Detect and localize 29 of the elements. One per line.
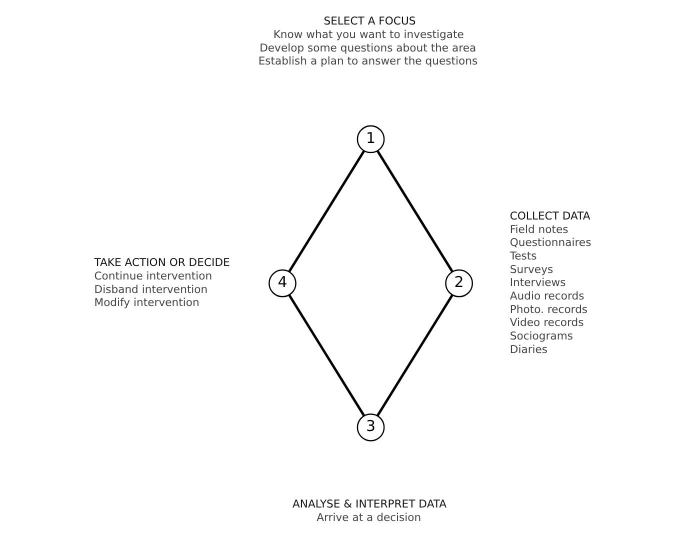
node-label: Modify intervention [94, 296, 200, 310]
node-label: Disband intervention [94, 282, 208, 296]
node-circle: 2 [445, 269, 474, 298]
connector [376, 150, 454, 272]
node-label: Establish a plan to answer the questions [258, 54, 478, 68]
node-label: Continue intervention [94, 269, 212, 282]
node-label: Arrive at a decision [316, 511, 422, 524]
connector [376, 294, 454, 416]
node-circle: 4 [268, 269, 296, 298]
node-label: TAKE ACTION OR DECIDE [94, 256, 230, 270]
node-circle: 3 [356, 413, 385, 442]
connector [288, 294, 366, 416]
node-label: Know what you want to investigate [273, 28, 464, 41]
connector [288, 150, 366, 272]
node-label: Field notes [510, 222, 568, 236]
node-label: Sociograms [510, 329, 574, 342]
node-label: Questionnaires [510, 236, 592, 250]
node-label: SELECT A FOCUS [324, 14, 416, 28]
node-label: Photo. records [510, 302, 588, 316]
node-label: Tests [510, 250, 537, 263]
node-circle: 1 [356, 125, 385, 154]
node-label: Audio records [510, 289, 584, 302]
node-label: Video records [510, 316, 584, 330]
node-label: ANALYSE & INTERPRET DATA [292, 498, 447, 511]
node-label: Interviews [510, 276, 566, 290]
node-label: Surveys [510, 262, 554, 276]
node-label: COLLECT DATA [510, 210, 590, 223]
node-label: Develop some questions about the area [260, 41, 476, 54]
node-label: Diaries [510, 342, 548, 356]
